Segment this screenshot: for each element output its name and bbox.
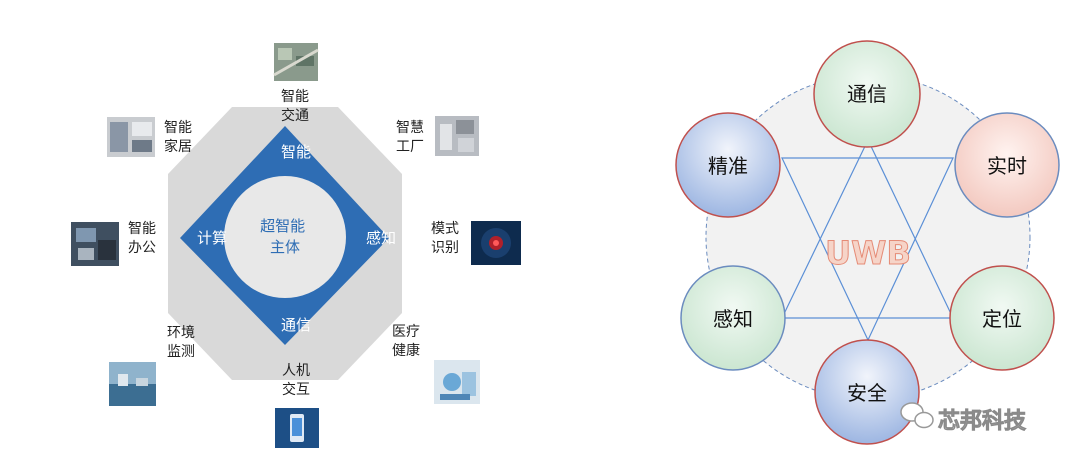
outer-label-bottom-left: 环境监测 [167,325,195,360]
svg-text:实时: 实时 [987,154,1027,178]
uwb-center-label: UWB [825,234,911,272]
center-circle [224,176,346,298]
svg-text:精准: 精准 [708,154,748,178]
outer-label-bottom: 人机交互 [282,363,310,398]
svg-text:感知: 感知 [713,307,753,331]
outer-label-top: 智能交通 [281,89,309,124]
thumbnail-healthcare-image [434,360,480,404]
svg-text:安全: 安全 [847,381,887,405]
node-ganzhi: 感知 [680,265,786,371]
inner-label-bottom: 通信 [281,316,311,334]
thumbnail-pattern-recognition-image [471,221,521,265]
wechat-icon [900,402,934,429]
watermark: 芯邦科技 [900,402,1027,434]
thumbnail-factory-image [435,116,479,156]
node-tongxin: 通信 [813,40,921,148]
watermark-text: 芯邦科技 [938,409,1027,434]
inner-label-left: 计算 [197,229,227,247]
outer-label-right: 模式识别 [431,221,459,256]
thumbnail-office-image [71,222,119,266]
node-anquan: 安全 [814,339,920,445]
thumbnail-home-image [107,117,155,157]
node-dingwei: 定位 [949,265,1055,371]
center-label: 超智能 主体 [260,217,310,256]
outer-label-top-right: 智慧工厂 [396,120,424,155]
thumbnail-traffic-image [273,43,319,81]
outer-labels: 智能交通 智慧工厂 模式识别 医疗健康 人机交互 环境监测 智能办公 智能家居 [128,89,459,398]
left-capability-diagram: 超智能 主体 智能 感知 通信 计算 智能交通 智慧工厂 模式识别 医疗健康 人… [71,43,521,448]
svg-text:定位: 定位 [982,307,1022,331]
svg-text:通信: 通信 [847,82,887,106]
right-uwb-diagram: UWB 通信 实时 定位 安全 感知 精准 [675,40,1060,445]
outer-label-top-left: 智能家居 [164,120,192,155]
thumbnail-hci-image [275,408,319,448]
outer-label-bottom-right: 医疗健康 [392,324,420,359]
outer-label-left: 智能办公 [128,221,156,256]
inner-label-right: 感知 [366,229,396,247]
node-shishi: 实时 [954,112,1060,218]
thumbnail-environment-image [109,362,156,406]
node-jingzhun: 精准 [675,112,781,218]
inner-label-top: 智能 [281,143,311,161]
star-of-david-lines [781,138,954,342]
